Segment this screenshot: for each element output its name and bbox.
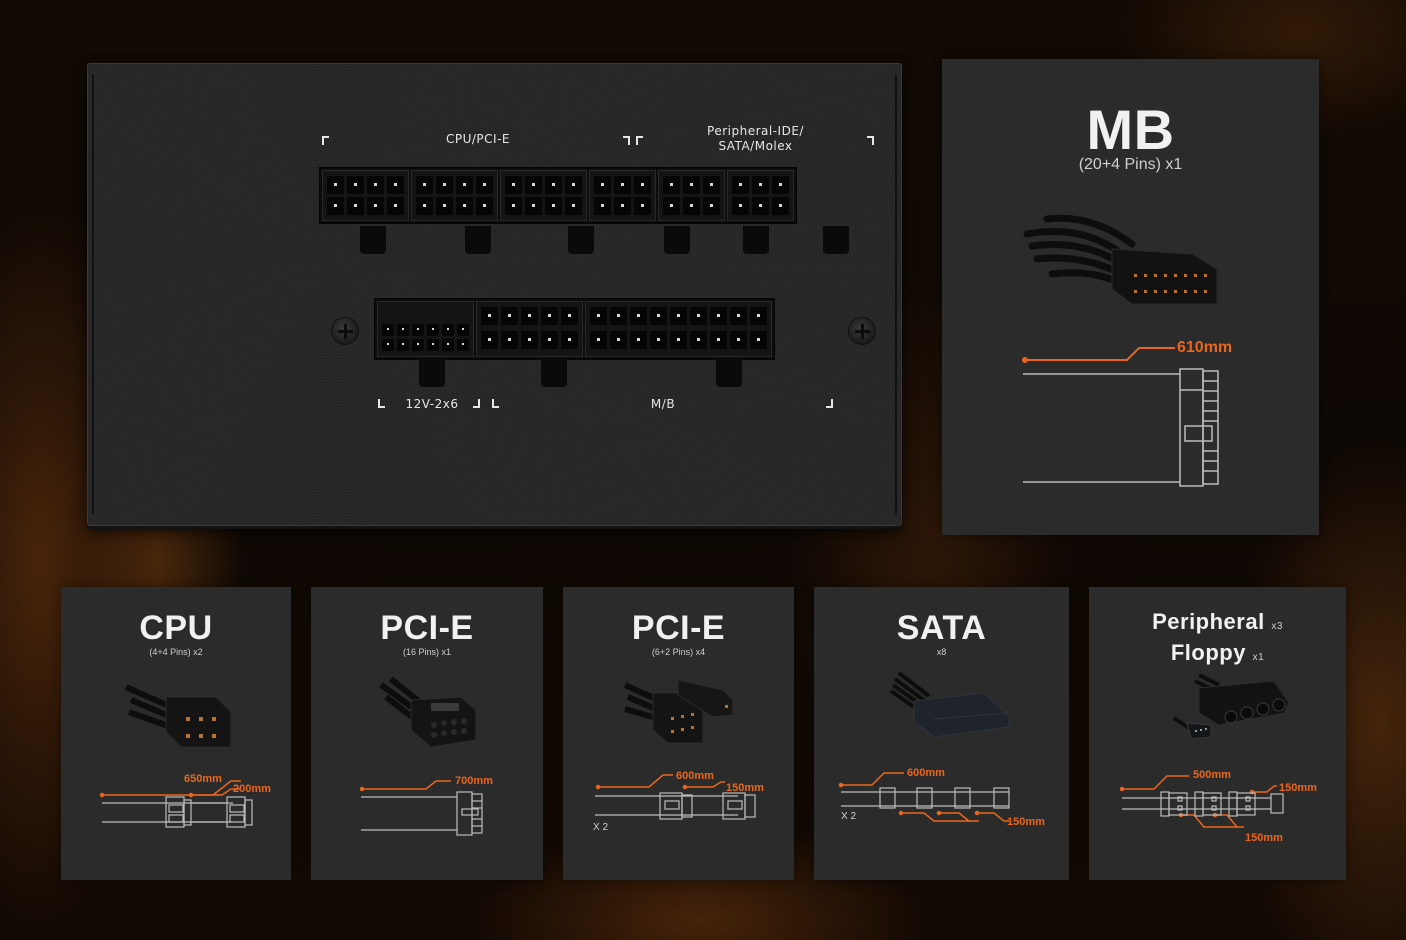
peripheral-socket-3[interactable] <box>727 170 794 221</box>
group-bracket <box>378 399 385 408</box>
length-label: 150mm <box>1245 832 1283 844</box>
title-peripheral-count: x3 <box>1271 621 1283 632</box>
group-bracket <box>492 399 499 408</box>
card-pcie-6plus2: PCI-E (6+2 Pins) x4 600mm 150mm X 2 <box>563 587 794 880</box>
top-socket-row <box>319 167 797 224</box>
socket-latch <box>664 226 690 254</box>
title-peripheral: Peripheral <box>1152 609 1265 634</box>
group-bracket <box>867 136 874 145</box>
multiplier-label: X 2 <box>841 811 857 822</box>
label-mb: M/B <box>650 397 676 411</box>
title-floppy: Floppy <box>1170 640 1246 665</box>
card-title: PCI-E <box>380 609 474 647</box>
multiplier-label: X 2 <box>593 822 609 833</box>
screw-icon <box>848 317 876 345</box>
label-peripheral: Peripheral-IDE/ SATA/Molex <box>688 124 823 154</box>
atx-24pin-connector-icon <box>1023 214 1218 305</box>
socket-latch <box>360 226 386 254</box>
pcie62-cable-diagram <box>595 774 756 820</box>
card-subtitle: x8 <box>936 647 947 657</box>
mb-socket-10pin[interactable] <box>476 301 583 357</box>
length-label: 600mm <box>907 767 945 779</box>
group-bracket <box>636 136 643 145</box>
cpu-cable-diagram <box>99 780 253 828</box>
group-bracket <box>322 136 329 145</box>
group-bracket <box>623 136 630 145</box>
card-cpu: CPU (4+4 Pins) x2 650mm 200mm <box>61 587 291 880</box>
card-title: MB <box>1086 98 1175 161</box>
card-subtitle: (6+2 Pins) x4 <box>651 647 706 657</box>
peripheral-socket-2[interactable] <box>658 170 725 221</box>
panel-edge <box>92 74 94 514</box>
card-mb: MB (20+4 Pins) x1 610mm <box>942 59 1319 535</box>
screw-icon <box>331 317 359 345</box>
label-cpu-pcie: CPU/PCI-E <box>445 132 510 146</box>
card-subtitle: (20+4 Pins) x1 <box>1078 156 1183 173</box>
12v-2x6-socket[interactable] <box>377 301 474 357</box>
psu-modular-panel: CPU/PCI-E Peripheral-IDE/ SATA/Molex <box>87 63 902 526</box>
card-pcie-16pin: PCI-E (16 Pins) x1 700mm <box>311 587 543 880</box>
pcie16-cable-diagram <box>359 780 483 836</box>
card-title: Peripheral x3 Floppy x1 <box>1089 609 1346 671</box>
length-label: 500mm <box>1193 769 1231 781</box>
socket-latch <box>716 359 742 387</box>
label-peripheral-line1: Peripheral-IDE/ <box>707 124 804 138</box>
card-subtitle: (4+4 Pins) x2 <box>149 647 203 657</box>
bottom-socket-row <box>374 298 775 360</box>
card-title: SATA <box>896 609 987 647</box>
socket-latch <box>568 226 594 254</box>
panel-edge <box>895 74 897 514</box>
group-bracket <box>473 399 480 408</box>
length-label: 610mm <box>1177 339 1233 356</box>
socket-latch <box>743 226 769 254</box>
socket-latch <box>465 226 491 254</box>
label-peripheral-line2: SATA/Molex <box>718 139 793 153</box>
sata-connector-icon <box>889 671 1010 738</box>
length-label: 650mm <box>184 773 222 785</box>
label-12v-2x6: 12V-2x6 <box>405 397 459 411</box>
cpu-pcie-socket-3[interactable] <box>500 170 587 221</box>
sata-cable-diagram <box>838 772 1010 822</box>
cpu-pcie-socket-2[interactable] <box>411 170 498 221</box>
card-title: PCI-E <box>631 609 726 647</box>
molex-floppy-connector-icon <box>1172 673 1290 740</box>
card-subtitle: (16 Pins) x1 <box>402 647 452 657</box>
card-sata: SATA x8 600mm 150mm X 2 <box>814 587 1069 880</box>
socket-latch <box>419 359 445 387</box>
card-peripheral-floppy: Peripheral x3 Floppy x1 500mm 150mm <box>1089 587 1346 880</box>
title-floppy-line: Floppy x1 <box>1089 640 1346 671</box>
title-peripheral-line: Peripheral x3 <box>1089 609 1346 640</box>
length-label: 150mm <box>1007 816 1045 828</box>
mb-socket-18pin[interactable] <box>585 301 772 357</box>
length-label: 200mm <box>233 783 271 795</box>
cpu-pcie-socket-1[interactable] <box>322 170 409 221</box>
group-bracket <box>826 399 833 408</box>
length-label: 150mm <box>1279 782 1317 794</box>
socket-latch <box>823 226 849 254</box>
title-floppy-count: x1 <box>1252 652 1265 663</box>
12vhpwr-connector-icon <box>379 676 477 748</box>
length-label: 700mm <box>455 775 493 787</box>
peripheral-cable-diagram <box>1119 775 1284 828</box>
pcie-6plus2-connector-icon <box>623 679 734 744</box>
mb-cable-diagram <box>1022 347 1219 487</box>
length-label: 150mm <box>726 782 764 794</box>
socket-latch <box>541 359 567 387</box>
eps-8pin-connector-icon <box>124 684 232 748</box>
card-title: CPU <box>139 609 213 647</box>
peripheral-socket-1[interactable] <box>589 170 656 221</box>
length-label: 600mm <box>676 770 714 782</box>
